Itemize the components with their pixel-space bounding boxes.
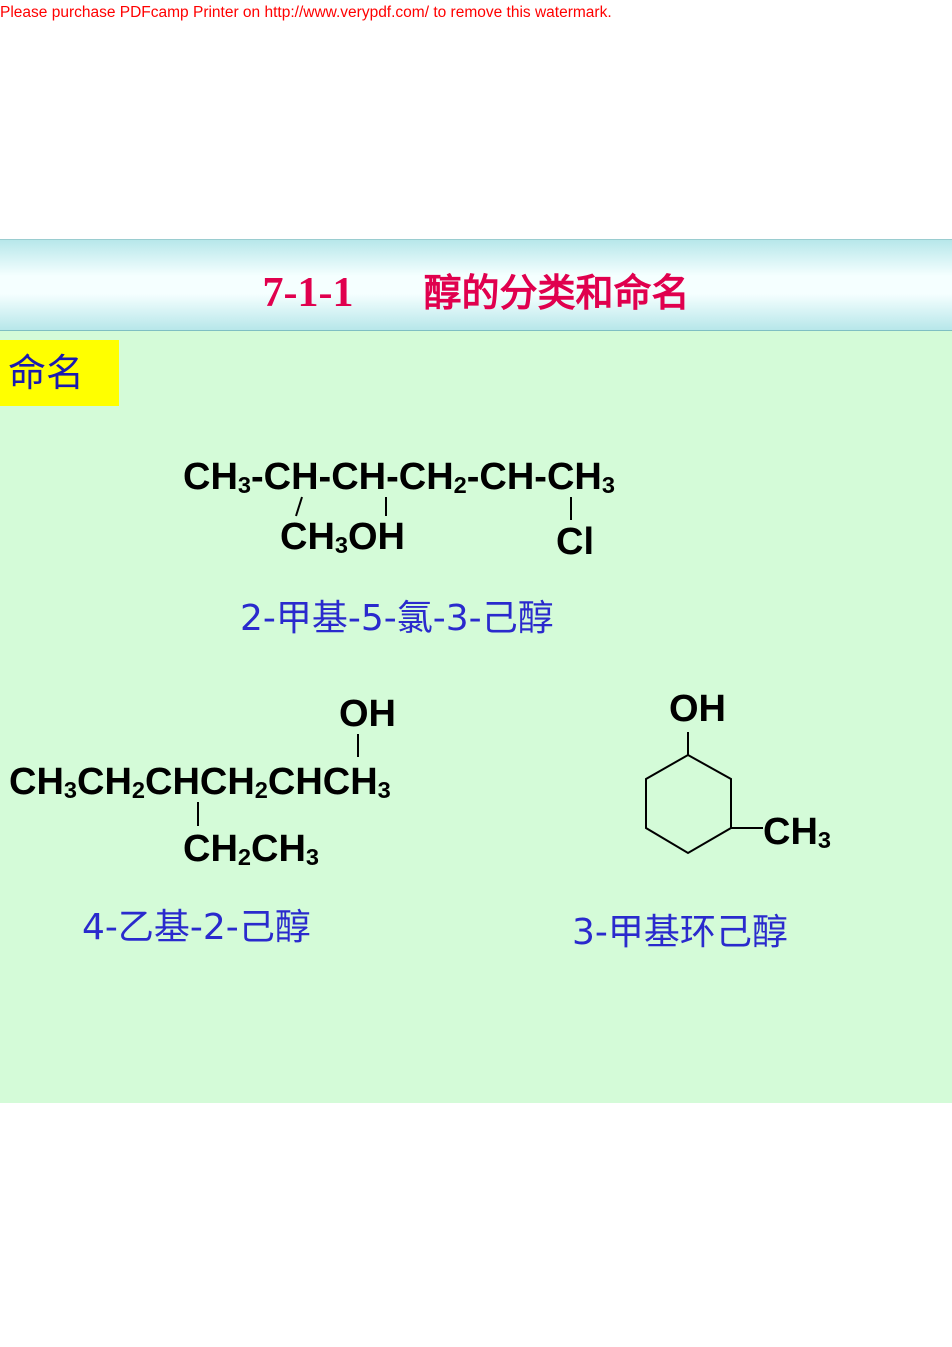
section-badge: 命名: [0, 340, 119, 406]
compound-3-methyl: CH3: [763, 811, 831, 854]
compound-1-name: 2-甲基-5-氯-3-己醇: [240, 598, 554, 639]
chain-group: CH-: [479, 456, 547, 498]
compound-2-substituent: CH2CH3: [183, 828, 319, 871]
chain-group: CH-: [263, 456, 332, 498]
compound-3-oh: OH: [669, 688, 726, 730]
watermark-text: Please purchase PDFcamp Printer on http:…: [0, 4, 612, 21]
page-title: 7-1-1 醇的分类和命名: [0, 262, 952, 317]
compound-2-oh: OH: [339, 693, 396, 735]
compound-2-formula: CH3CH2CHCH2CHCH3: [9, 761, 391, 804]
compound-1-substituent-cl: Cl: [556, 521, 594, 563]
bond: [295, 496, 303, 517]
chain-group: CH-: [331, 456, 399, 498]
cyclohexane-ring-icon: [645, 753, 732, 855]
title-text: 醇的分类和命名: [423, 270, 690, 315]
compound-1-formula: CH3-CH-CH-CH2-CH-CH3: [183, 456, 615, 499]
chain-group: CH2-: [398, 456, 480, 499]
compound-2-name: 4-乙基-2-己醇: [82, 907, 311, 948]
compound-1-substituent-ch3: CH3OH: [280, 516, 405, 559]
compound-3-name: 3-甲基环己醇: [572, 912, 788, 953]
slide: 7-1-1 醇的分类和命名 命名: [0, 239, 952, 1103]
title-band: 7-1-1 醇的分类和命名: [0, 239, 952, 331]
chain-group: CH3: [546, 456, 615, 499]
chain-group: CH3-: [183, 456, 264, 499]
title-number: 7-1-1: [262, 270, 354, 316]
